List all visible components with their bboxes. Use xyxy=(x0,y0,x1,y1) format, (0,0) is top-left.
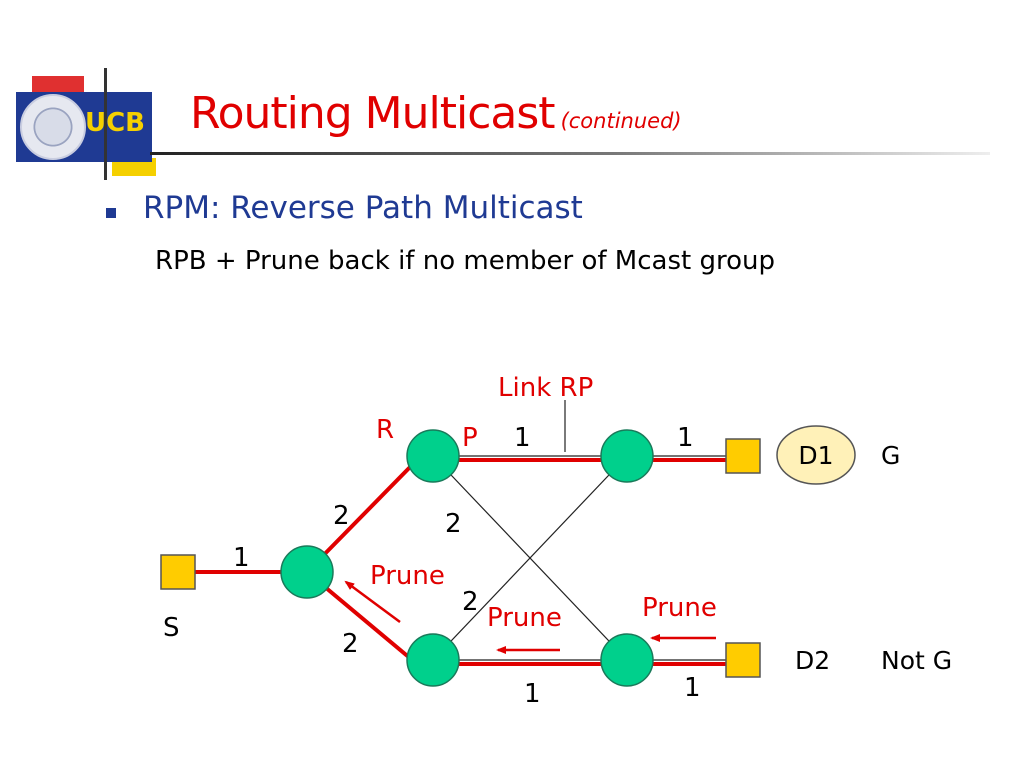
router-bottom-right xyxy=(600,633,654,687)
prune-arrow-left xyxy=(344,580,401,624)
logo-red-bar xyxy=(32,76,84,92)
cost-top-right: 1 xyxy=(677,423,694,453)
link-diagonal-up xyxy=(432,455,628,661)
logo-yellow-bar xyxy=(112,158,156,176)
prune-label-left: Prune xyxy=(370,561,445,591)
bullet-square-icon xyxy=(106,208,116,218)
prune-label-right: Prune xyxy=(642,593,717,623)
port-p-label: P xyxy=(462,423,478,453)
d1-group-label: G xyxy=(881,441,900,470)
slide-title: Routing Multicast(continued) xyxy=(190,88,682,139)
slide-title-suffix: (continued) xyxy=(560,109,682,133)
cost-diagonal-up: 2 xyxy=(462,587,479,617)
cost-bottom-middle: 1 xyxy=(524,679,541,709)
cost-top-middle: 1 xyxy=(514,423,531,453)
cost-lower-left: 2 xyxy=(342,629,359,659)
router-bottom-left xyxy=(406,633,460,687)
prune-arrows xyxy=(344,580,716,654)
router-source xyxy=(280,545,334,599)
router-r-label: R xyxy=(376,415,394,445)
title-underline xyxy=(150,152,990,155)
d1-label: D1 xyxy=(798,441,833,470)
cost-upper-left: 2 xyxy=(333,501,350,531)
slide-title-main: Routing Multicast xyxy=(190,88,556,139)
ucb-logo: UCB xyxy=(0,0,200,190)
d2-group-label: Not G xyxy=(881,646,952,675)
cost-diagonal-down: 2 xyxy=(445,509,462,539)
routers xyxy=(280,429,654,687)
cost-s-link: 1 xyxy=(233,543,250,573)
d2-label: D2 xyxy=(795,646,830,675)
university-seal-icon xyxy=(20,94,86,160)
bullet-text: RPM: Reverse Path Multicast xyxy=(143,190,583,226)
router-r xyxy=(406,429,460,483)
logo-vertical-line xyxy=(104,68,107,180)
host-d2 xyxy=(725,642,761,678)
thin-links xyxy=(432,400,740,661)
host-d1 xyxy=(725,438,761,474)
hosts xyxy=(160,438,761,678)
cost-bottom-right: 1 xyxy=(684,673,701,703)
diagram-labels: Link RP R P S D1 G D2 Not G Prune Prune … xyxy=(163,373,952,709)
logo-text: UCB xyxy=(84,108,145,138)
link-rp-label: Link RP xyxy=(498,373,593,403)
router-top-right xyxy=(600,429,654,483)
host-s xyxy=(160,554,196,590)
source-label: S xyxy=(163,613,180,643)
sub-bullet-text: RPB + Prune back if no member of Mcast g… xyxy=(155,246,775,276)
prune-label-middle: Prune xyxy=(487,603,562,633)
d1-member-bubble xyxy=(776,425,856,485)
tree-links xyxy=(178,458,732,666)
